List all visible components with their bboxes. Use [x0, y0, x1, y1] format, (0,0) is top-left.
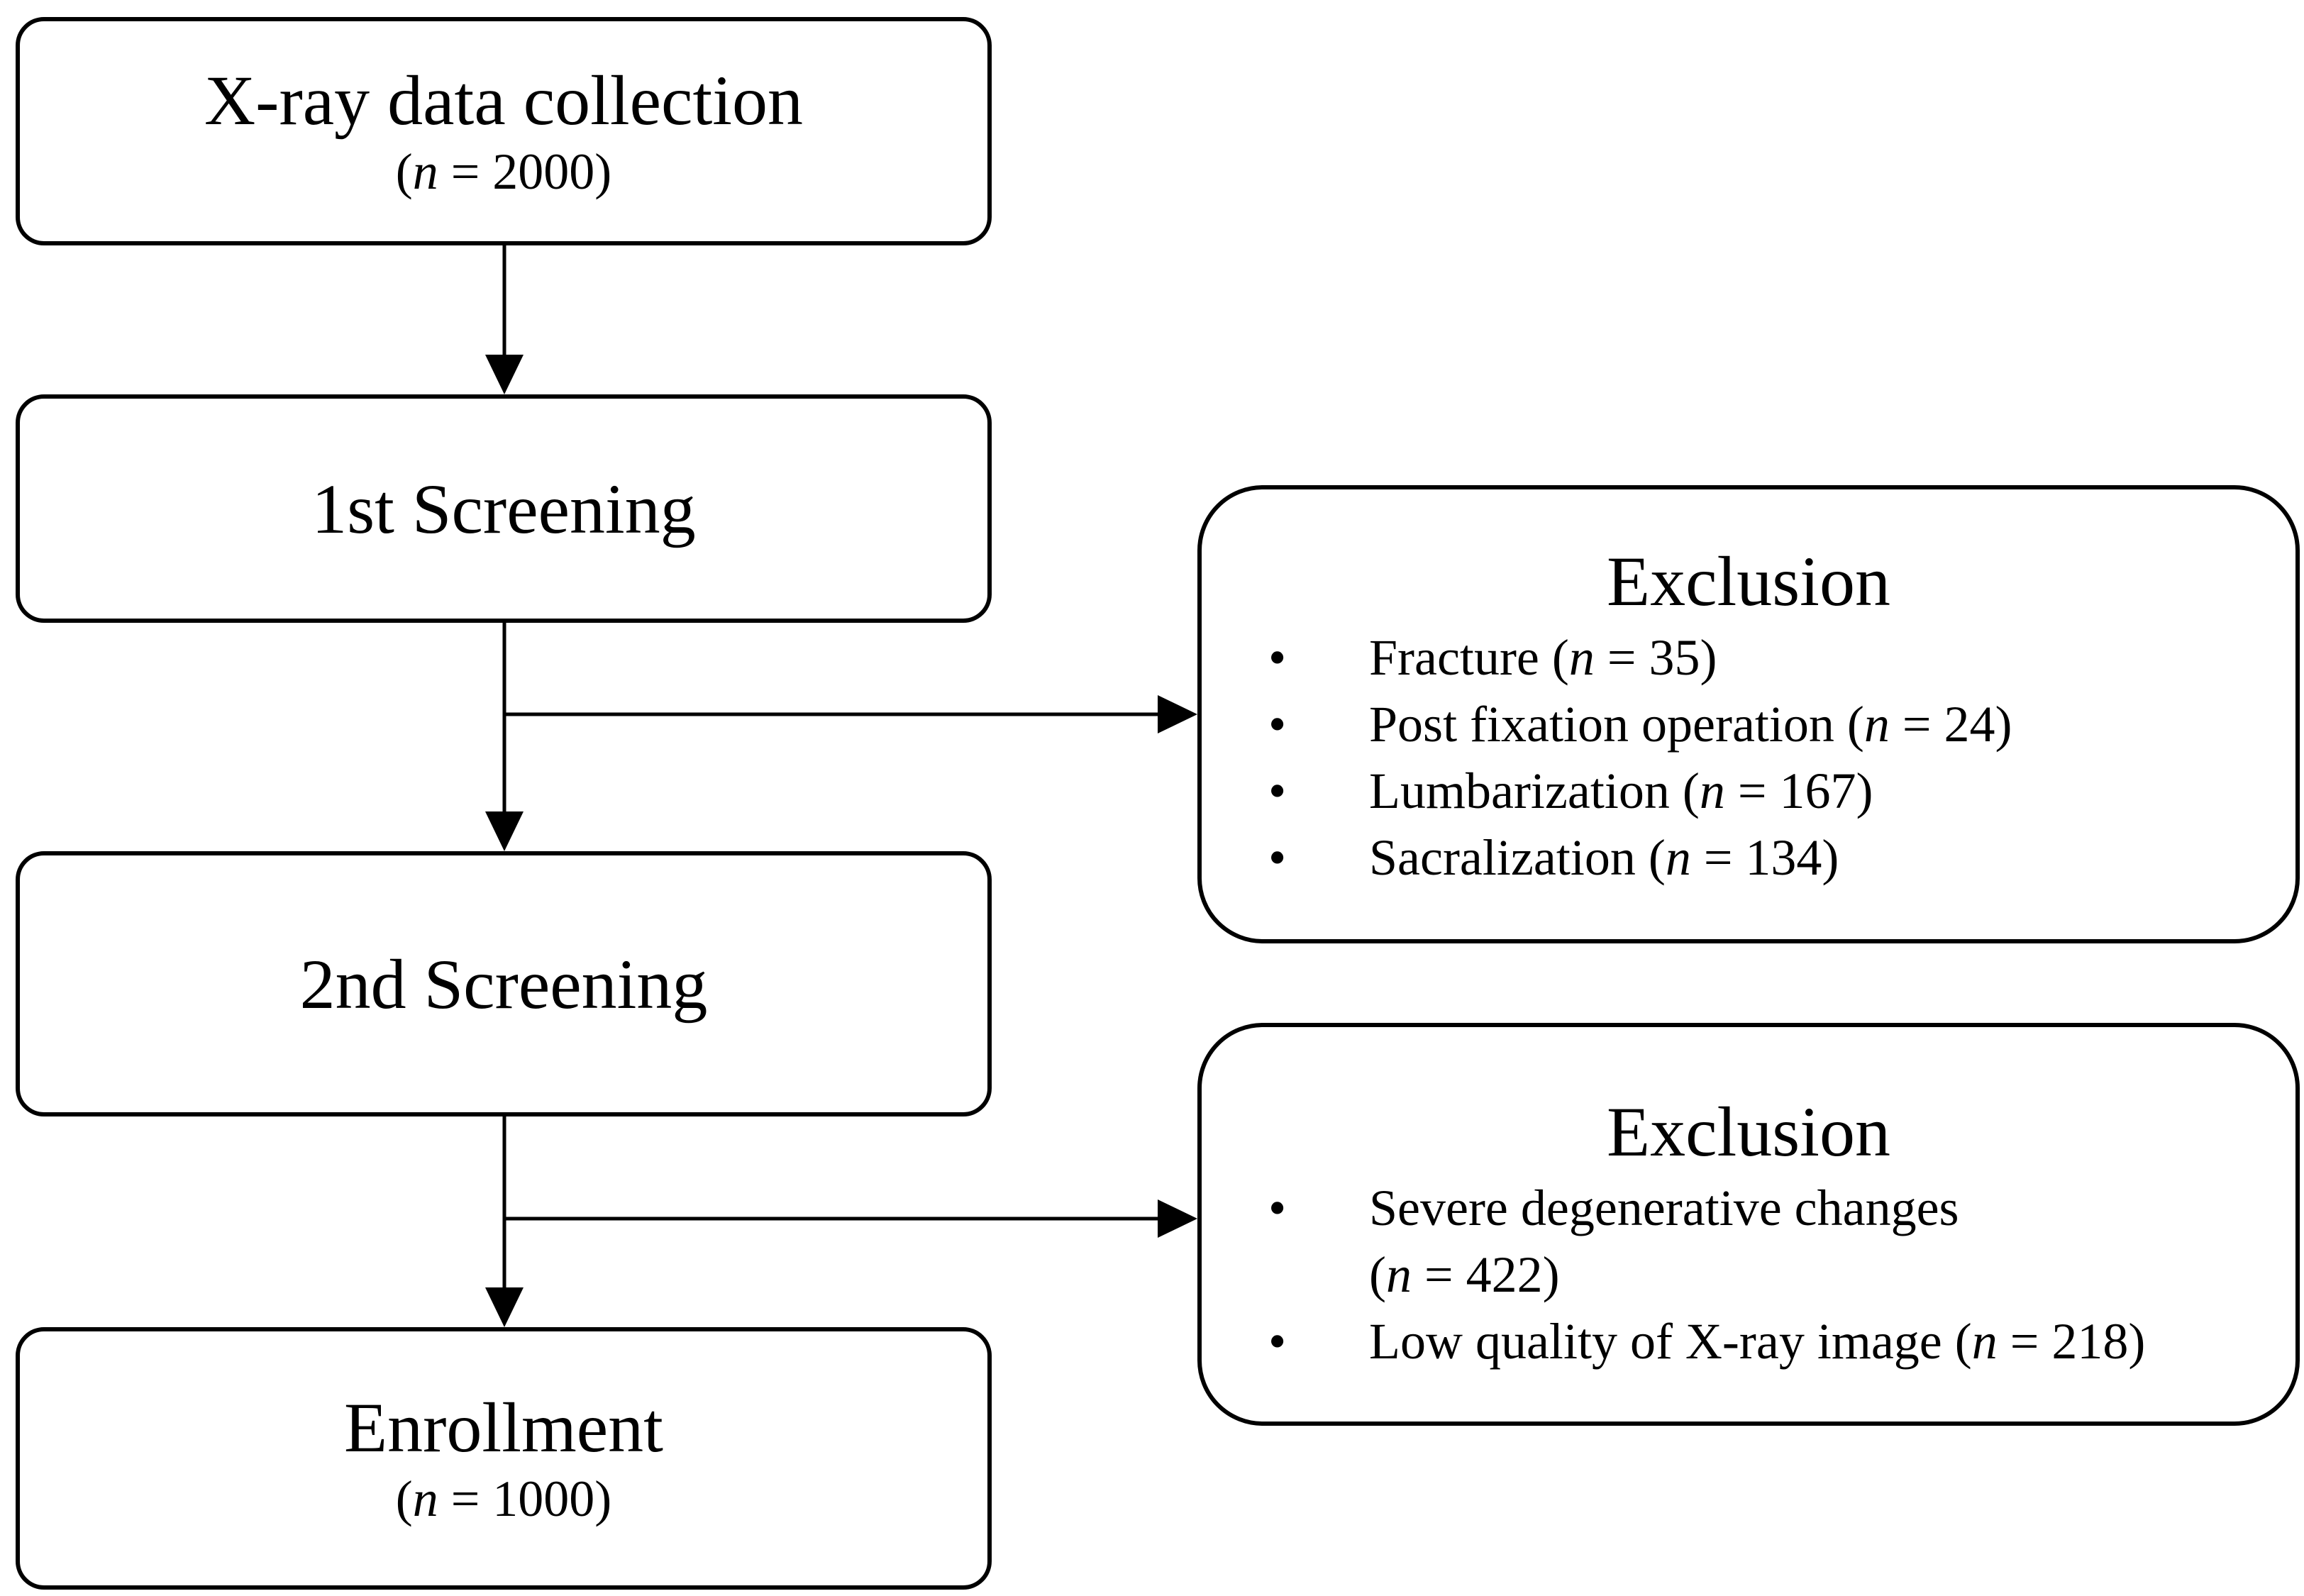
arrowhead-to-exclusion-1 [1158, 695, 1197, 733]
list-item: • Severe degenerative changes (n = 422) [1202, 1175, 2295, 1308]
xray-collection-title: X-ray data collection [204, 61, 804, 140]
bullet-icon: • [1268, 1180, 1287, 1236]
enrollment-title: Enrollment [344, 1388, 663, 1468]
bullet-icon: • [1268, 696, 1287, 753]
list-item: • Post fixation operation (n = 24) [1202, 691, 2295, 758]
exclusion-1-item-label: Fracture (n = 35) [1369, 629, 1717, 686]
exclusion-2-item-label: Severe degenerative changes [1369, 1180, 1959, 1236]
first-screening-box: 1st Screening [16, 394, 992, 623]
exclusion-1-item-label: Lumbarization (n = 167) [1369, 763, 1873, 819]
enrollment-box: Enrollment (n = 1000) [16, 1327, 992, 1590]
bullet-icon: • [1268, 829, 1287, 886]
exclusion-1-item-label: Post fixation operation (n = 24) [1369, 696, 2012, 753]
bullet-icon: • [1268, 1313, 1287, 1370]
second-screening-box: 2nd Screening [16, 851, 992, 1116]
list-item: • Sacralization (n = 134) [1202, 824, 2295, 891]
arrowhead-screening1-to-screening2 [485, 811, 524, 851]
exclusion-2-item-label-cont: (n = 422) [1369, 1246, 1560, 1303]
list-item: • Fracture (n = 35) [1202, 624, 2295, 691]
xray-collection-count: (n = 2000) [395, 143, 612, 201]
first-screening-title: 1st Screening [311, 469, 696, 548]
exclusion-box-2: Exclusion • Severe degenerative changes (n… [1197, 1023, 2300, 1426]
arrowhead-to-exclusion-2 [1158, 1199, 1197, 1238]
exclusion-1-item-label: Sacralization (n = 134) [1369, 829, 1839, 886]
exclusion-box-1: Exclusion • Fracture (n = 35) • Post fixat… [1197, 485, 2300, 943]
exclusion-1-list: • Fracture (n = 35) • Post fixation operat… [1202, 624, 2295, 891]
arrowhead-collection-to-screening1 [485, 355, 524, 394]
xray-collection-box: X-ray data collection (n = 2000) [16, 17, 992, 245]
bullet-icon: • [1268, 763, 1287, 819]
second-screening-title: 2nd Screening [299, 944, 708, 1024]
list-item: • Low quality of X-ray image (n = 218) [1202, 1308, 2295, 1375]
exclusion-2-item-label: Low quality of X-ray image (n = 218) [1369, 1313, 2146, 1370]
exclusion-1-title: Exclusion [1607, 542, 1890, 621]
exclusion-2-list: • Severe degenerative changes (n = 422) • L… [1202, 1175, 2295, 1375]
list-item: • Lumbarization (n = 167) [1202, 758, 2295, 824]
bullet-icon: • [1268, 629, 1287, 686]
enrollment-count: (n = 1000) [395, 1470, 612, 1528]
exclusion-2-title: Exclusion [1607, 1092, 1890, 1171]
arrowhead-screening2-to-enrollment [485, 1287, 524, 1327]
